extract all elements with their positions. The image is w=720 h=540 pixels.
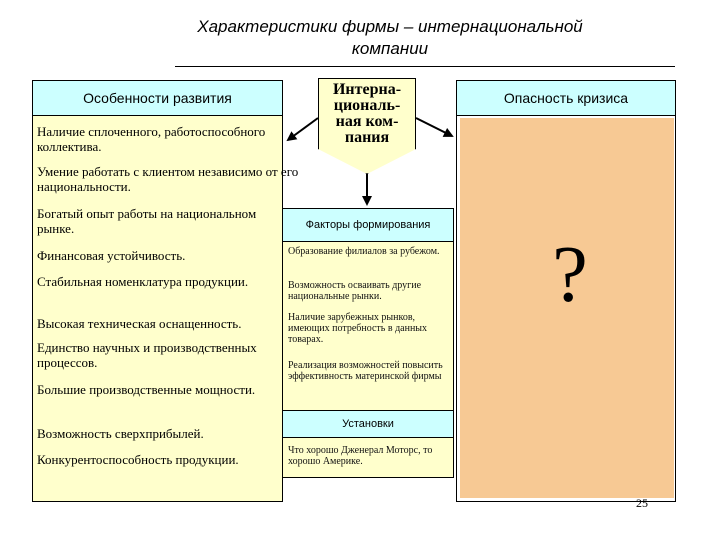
settings-text: Что хорошо Дженерал Моторс, то хорошо Ам…: [288, 445, 433, 467]
company-title-line: ная ком-: [335, 113, 399, 130]
factors-header: Факторы формирования: [282, 208, 454, 242]
crisis-area: [460, 118, 674, 498]
factor-item: Реализация возможностей повысить эффекти…: [288, 360, 443, 382]
development-item: Умение работать с клиентом независимо от…: [37, 164, 299, 194]
development-item: Единство научных и производственных проц…: [37, 340, 257, 370]
development-item: Наличие сплоченного, работоспособного ко…: [37, 124, 266, 154]
development-panel: [32, 80, 283, 502]
factor-item: Образование филиалов за рубежом.: [288, 246, 440, 257]
slide-title: Характеристики фирмы – интернациональной…: [130, 16, 650, 60]
factor-item: Возможность осваивать другие национальны…: [288, 280, 422, 302]
factor-item: Наличие зарубежных рынков, имеющих потре…: [288, 312, 428, 345]
development-item: Высокая техническая оснащенность.: [37, 316, 242, 331]
settings-header: Установки: [282, 410, 454, 438]
development-item: Большие производственные мощности.: [37, 382, 256, 397]
slide-title-line1: Характеристики фирмы – интернациональной: [197, 17, 583, 36]
development-item: Стабильная номенклатура продукции.: [37, 274, 249, 289]
title-underline: [175, 66, 675, 67]
development-item: Финансовая устойчивость.: [37, 248, 186, 263]
company-title-line: пания: [344, 129, 390, 146]
development-header: Особенности развития: [32, 80, 283, 116]
page-number: 25: [636, 496, 648, 510]
company-title-line: циональ-: [333, 97, 401, 114]
development-item: Богатый опыт работы на национальном рынк…: [37, 206, 257, 236]
crisis-header: Опасность кризиса: [456, 80, 676, 116]
arrow-to-development: [286, 117, 319, 142]
company-title-line: Интерна-: [332, 81, 402, 98]
development-item: Конкурентоспособность продукции.: [37, 452, 239, 467]
arrow-to-crisis: [415, 117, 454, 137]
question-mark: ?: [552, 231, 588, 319]
development-item: Возможность сверхприбылей.: [37, 426, 204, 441]
slide-title-line2: компании: [351, 39, 429, 58]
company-title: Интерна- циональ- ная ком- пания: [318, 82, 416, 146]
